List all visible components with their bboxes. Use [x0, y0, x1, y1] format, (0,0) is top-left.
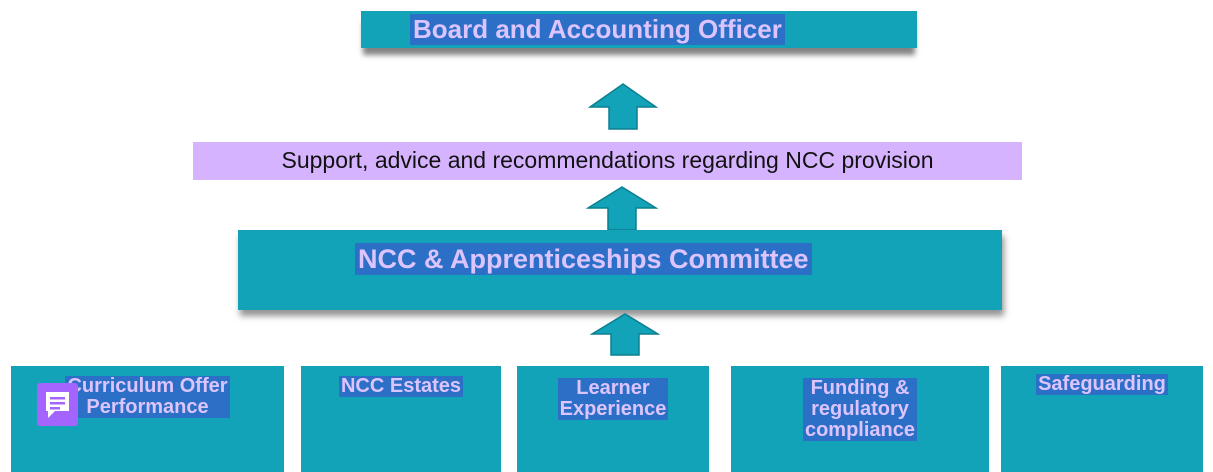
estates-box: NCC Estates — [301, 366, 501, 472]
learner-experience-label: Learner Experience — [557, 377, 669, 420]
comment-icon[interactable] — [37, 383, 78, 426]
funding-box: Funding & regulatory compliance — [731, 366, 989, 472]
up-arrow-icon — [590, 313, 660, 356]
learner-label-line1: Learner — [576, 377, 650, 399]
safeguarding-label: Safeguarding — [1036, 373, 1168, 395]
committee-label: NCC & Apprenticeships Committee — [355, 243, 812, 275]
curriculum-label-line1: Curriculum Offer — [67, 375, 228, 397]
learner-label-line2: Experience — [559, 398, 667, 420]
funding-label-line3: compliance — [804, 419, 916, 441]
funding-label-line2: regulatory — [811, 398, 909, 420]
up-arrow-icon — [586, 186, 658, 231]
estates-label: NCC Estates — [338, 375, 464, 397]
funding-label: Funding & regulatory compliance — [802, 377, 918, 441]
committee-box: NCC & Apprenticeships Committee — [238, 230, 1002, 310]
up-arrow-icon — [588, 83, 658, 130]
board-label: Board and Accounting Officer — [410, 14, 785, 45]
support-statement: Support, advice and recommendations rega… — [193, 142, 1022, 180]
learner-experience-box: Learner Experience — [517, 366, 709, 472]
curriculum-label: Curriculum Offer Performance — [65, 375, 230, 418]
curriculum-label-line2: Performance — [86, 396, 209, 418]
funding-label-line1: Funding & — [810, 377, 910, 399]
board-box: Board and Accounting Officer — [361, 11, 917, 48]
safeguarding-box: Safeguarding — [1001, 366, 1203, 472]
